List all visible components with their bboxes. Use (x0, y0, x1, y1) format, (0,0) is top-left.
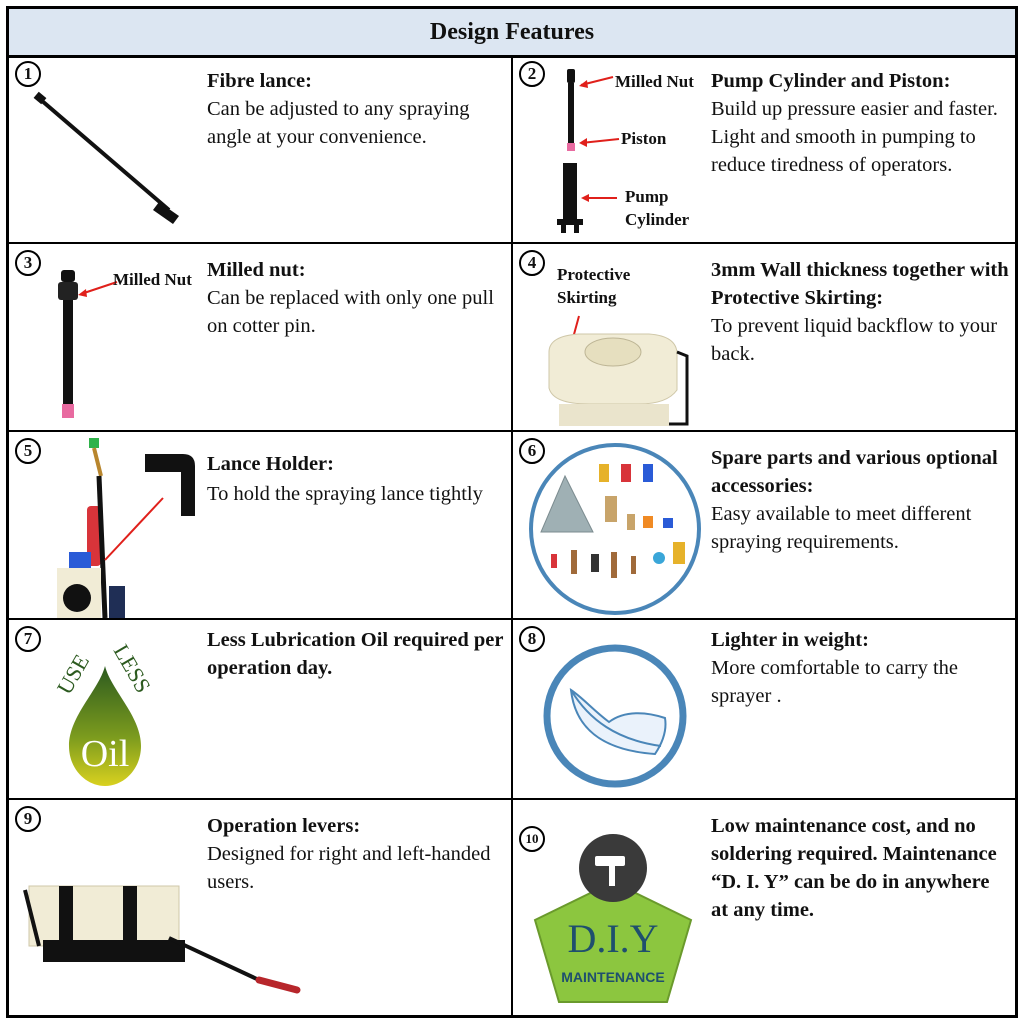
feature-cell-4: 4 Protective Skirting 3mm Wall thickness… (513, 244, 1015, 432)
feature-number-badge: 8 (519, 626, 545, 652)
spare-parts-image (529, 443, 701, 615)
feature-description: Designed for right and left-handed users… (207, 843, 491, 893)
feature-description: Easy available to meet different sprayin… (711, 503, 972, 553)
protective-skirting-image (548, 315, 689, 426)
less-oil-logo: USE LESS Oil (52, 640, 156, 786)
feature-description: Build up pressure easier and faster. Lig… (711, 98, 998, 176)
feature-number-badge: 5 (15, 438, 41, 464)
feature-cell-2: 2 Milled Nut Piston Pump Cylinder Pump C… (513, 55, 1015, 244)
feature-title: Operation levers: (207, 815, 361, 837)
feature-number-badge: 2 (519, 61, 545, 87)
logo-text-use: USE (52, 650, 94, 698)
feature-title: Low maintenance cost, and no soldering r… (711, 815, 997, 921)
feature-description: More comfortable to carry the sprayer . (711, 657, 959, 707)
label-cylinder: Cylinder (625, 210, 690, 229)
feature-title: 3mm Wall thickness together with Protect… (711, 259, 1009, 309)
feature-title: Pump Cylinder and Piston: (711, 70, 951, 92)
feature-cell-8: 8 Lighter in weight: More comfortable to… (513, 620, 1015, 800)
milled-nut-image (58, 270, 118, 418)
feature-number-badge: 3 (15, 250, 41, 276)
label-piston: Piston (621, 129, 667, 148)
feature-cell-5: 5 Lance Holder: To hold the spraying lan… (9, 432, 513, 620)
feature-cell-9: 9 Operation levers: Designed for right a… (9, 800, 513, 1015)
label-pump: Pump (625, 187, 669, 206)
feature-cell-1: 1 Fibre lance: Can be adjusted to any sp… (9, 55, 513, 244)
logo-text-less: LESS (109, 640, 156, 697)
feature-number-badge: 6 (519, 438, 545, 464)
feature-number-badge: 1 (15, 61, 41, 87)
logo-text-oil: Oil (81, 733, 130, 775)
feature-description: To prevent liquid backflow to your back. (711, 315, 998, 365)
feature-number-badge: 9 (15, 806, 41, 832)
feature-cell-10: 10 D.I.Y MAINTENANCE Low maintenance cos… (513, 800, 1015, 1015)
feature-sheet: Design Features 1 Fibre lance: Can be ad… (6, 6, 1018, 1018)
feature-number-badge: 7 (15, 626, 41, 652)
feature-description: To hold the spraying lance tightly (207, 483, 483, 505)
logo-text-maintenance: MAINTENANCE (561, 969, 664, 985)
feature-cell-6: 6 Spare parts and various optional acces… (513, 432, 1015, 620)
feature-title: Lighter in weight: (711, 629, 869, 651)
fibre-lance-image (33, 91, 179, 224)
lance-holder-image (57, 438, 195, 618)
feature-title: Milled nut: (207, 259, 306, 281)
feature-number-badge: 10 (519, 826, 545, 852)
pump-cylinder-piston-image (557, 69, 620, 233)
feature-description: Can be replaced with only one pull on co… (207, 287, 494, 337)
page-title: Design Features (9, 9, 1015, 58)
feature-title: Spare parts and various optional accesso… (711, 447, 998, 497)
operation-lever-image (23, 885, 301, 994)
label-protective: Protective (557, 265, 631, 284)
feature-cell-7: 7 USE LESS Oil Less Lubrication Oil requ… (9, 620, 513, 800)
label-skirting: Skirting (557, 288, 617, 307)
feature-title: Less Lubrication Oil required per operat… (207, 629, 504, 679)
label-milled-nut: Milled Nut (615, 72, 694, 91)
feather-icon (543, 644, 687, 788)
diy-maintenance-logo: D.I.Y MAINTENANCE (533, 834, 693, 1003)
feature-description: Can be adjusted to any spraying angle at… (207, 98, 470, 148)
feature-cell-3: 3 Milled Nut Milled nut: Can be replaced… (9, 244, 513, 432)
feature-number-badge: 4 (519, 250, 545, 276)
label-milled-nut: Milled Nut (113, 270, 192, 289)
feature-title: Fibre lance: (207, 70, 312, 92)
feature-title: Lance Holder: (207, 453, 334, 475)
logo-text-diy: D.I.Y (567, 916, 658, 961)
